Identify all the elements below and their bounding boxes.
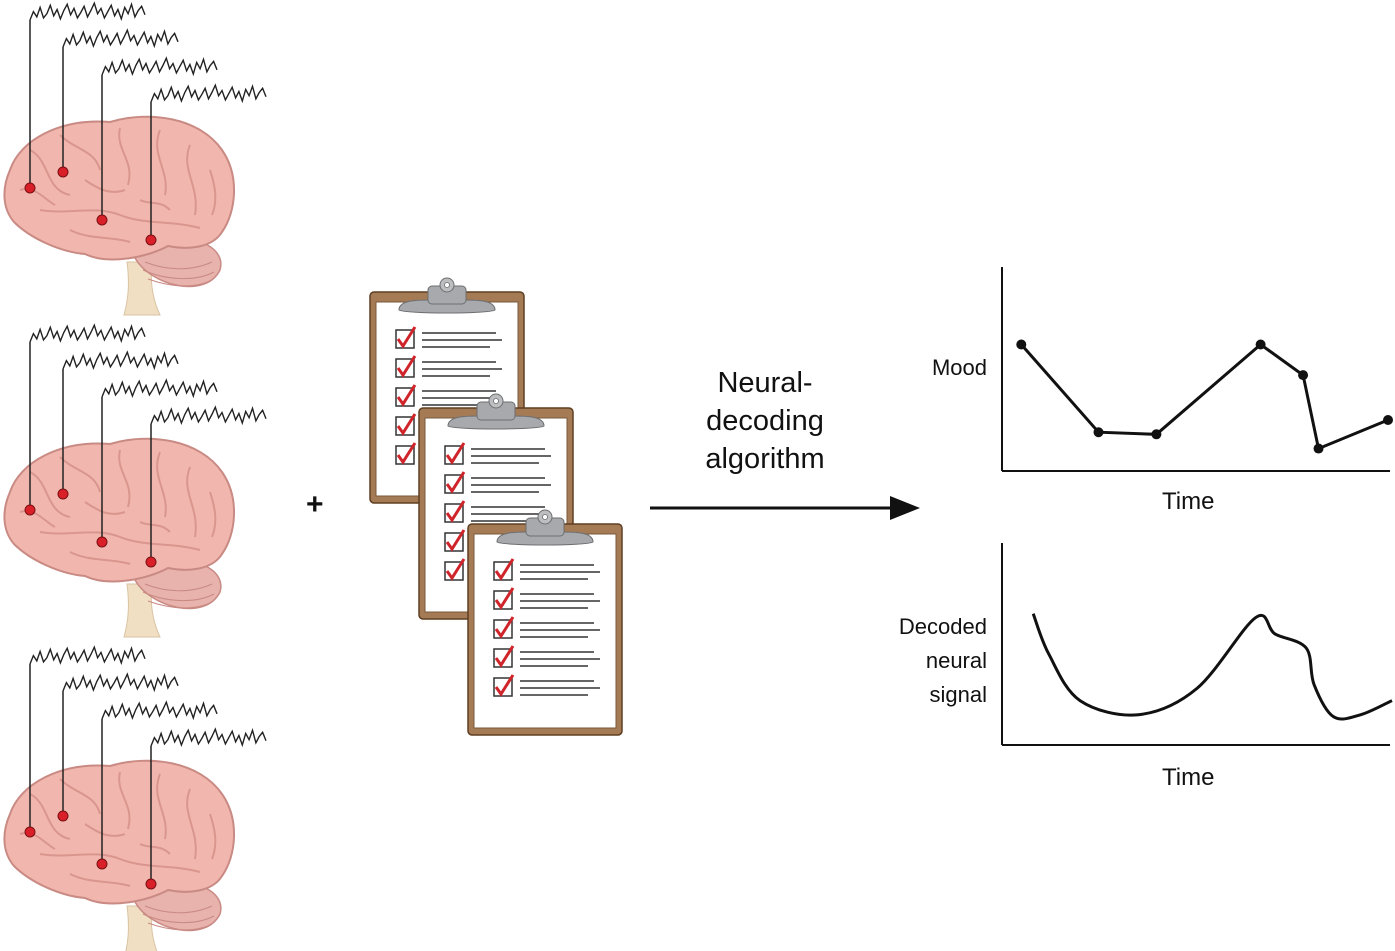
questionnaire-clipboard bbox=[468, 510, 622, 735]
eeg-wave bbox=[62, 350, 179, 371]
eeg-wave bbox=[101, 378, 218, 399]
eeg-wave bbox=[101, 700, 218, 721]
algorithm-label-line: decoding bbox=[706, 405, 824, 437]
signal-y-label-line: neural bbox=[925, 648, 987, 673]
eeg-wave bbox=[29, 323, 146, 344]
brain-illustration bbox=[3, 115, 236, 316]
brain-with-electrodes bbox=[3, 1, 267, 316]
algorithm-label-line: algorithm bbox=[705, 443, 825, 475]
electrode-dot bbox=[96, 536, 108, 548]
algorithm-label: Neural- decoding algorithm bbox=[680, 364, 850, 478]
mood-data-point bbox=[1151, 429, 1162, 440]
electrode-dot bbox=[145, 556, 157, 568]
electrode-dot bbox=[24, 504, 36, 516]
brain-illustration bbox=[3, 759, 236, 951]
mood-data-point bbox=[1383, 415, 1393, 425]
eeg-wave bbox=[150, 405, 267, 426]
mood-series-line bbox=[1020, 342, 1389, 451]
mood-data-point bbox=[1313, 443, 1324, 454]
eeg-wave bbox=[150, 727, 267, 748]
signal-x-label: Time bbox=[1162, 764, 1215, 791]
signal-y-label-line: Decoded bbox=[898, 614, 987, 639]
electrode-dot bbox=[24, 182, 36, 194]
mood-data-point bbox=[1016, 339, 1027, 350]
electrode-traces bbox=[24, 323, 267, 568]
electrode-dot bbox=[57, 810, 69, 822]
electrode-dot bbox=[145, 234, 157, 246]
brain-with-electrodes bbox=[3, 645, 267, 951]
eeg-wave bbox=[150, 83, 267, 104]
electrode-traces bbox=[24, 645, 267, 890]
mood-x-label: Time bbox=[1162, 488, 1215, 515]
plus-operator: + bbox=[306, 488, 324, 521]
signal-series-line bbox=[1031, 613, 1393, 721]
eeg-wave bbox=[101, 56, 218, 77]
mood-data-point bbox=[1093, 427, 1104, 438]
electrode-traces bbox=[24, 1, 267, 246]
eeg-wave bbox=[29, 645, 146, 666]
brain-illustration bbox=[3, 437, 236, 638]
signal-chart bbox=[1001, 543, 1393, 746]
electrode-dot bbox=[57, 488, 69, 500]
electrode-dot bbox=[145, 878, 157, 890]
eeg-wave bbox=[62, 28, 179, 49]
signal-y-label: Decoded neural signal bbox=[899, 610, 987, 712]
electrode-dot bbox=[57, 166, 69, 178]
eeg-wave bbox=[29, 1, 146, 22]
algorithm-label-line: Neural- bbox=[717, 367, 813, 399]
electrode-dot bbox=[96, 858, 108, 870]
electrode-dot bbox=[96, 214, 108, 226]
decoding-arrow bbox=[650, 496, 920, 520]
mood-data-point bbox=[1255, 339, 1266, 350]
electrode-dot bbox=[24, 826, 36, 838]
signal-y-label-line: signal bbox=[929, 682, 987, 707]
eeg-wave bbox=[62, 672, 179, 693]
mood-chart bbox=[1001, 267, 1393, 472]
mood-data-point bbox=[1298, 370, 1309, 381]
mood-y-label: Mood bbox=[931, 355, 987, 380]
brain-with-electrodes bbox=[3, 323, 267, 638]
